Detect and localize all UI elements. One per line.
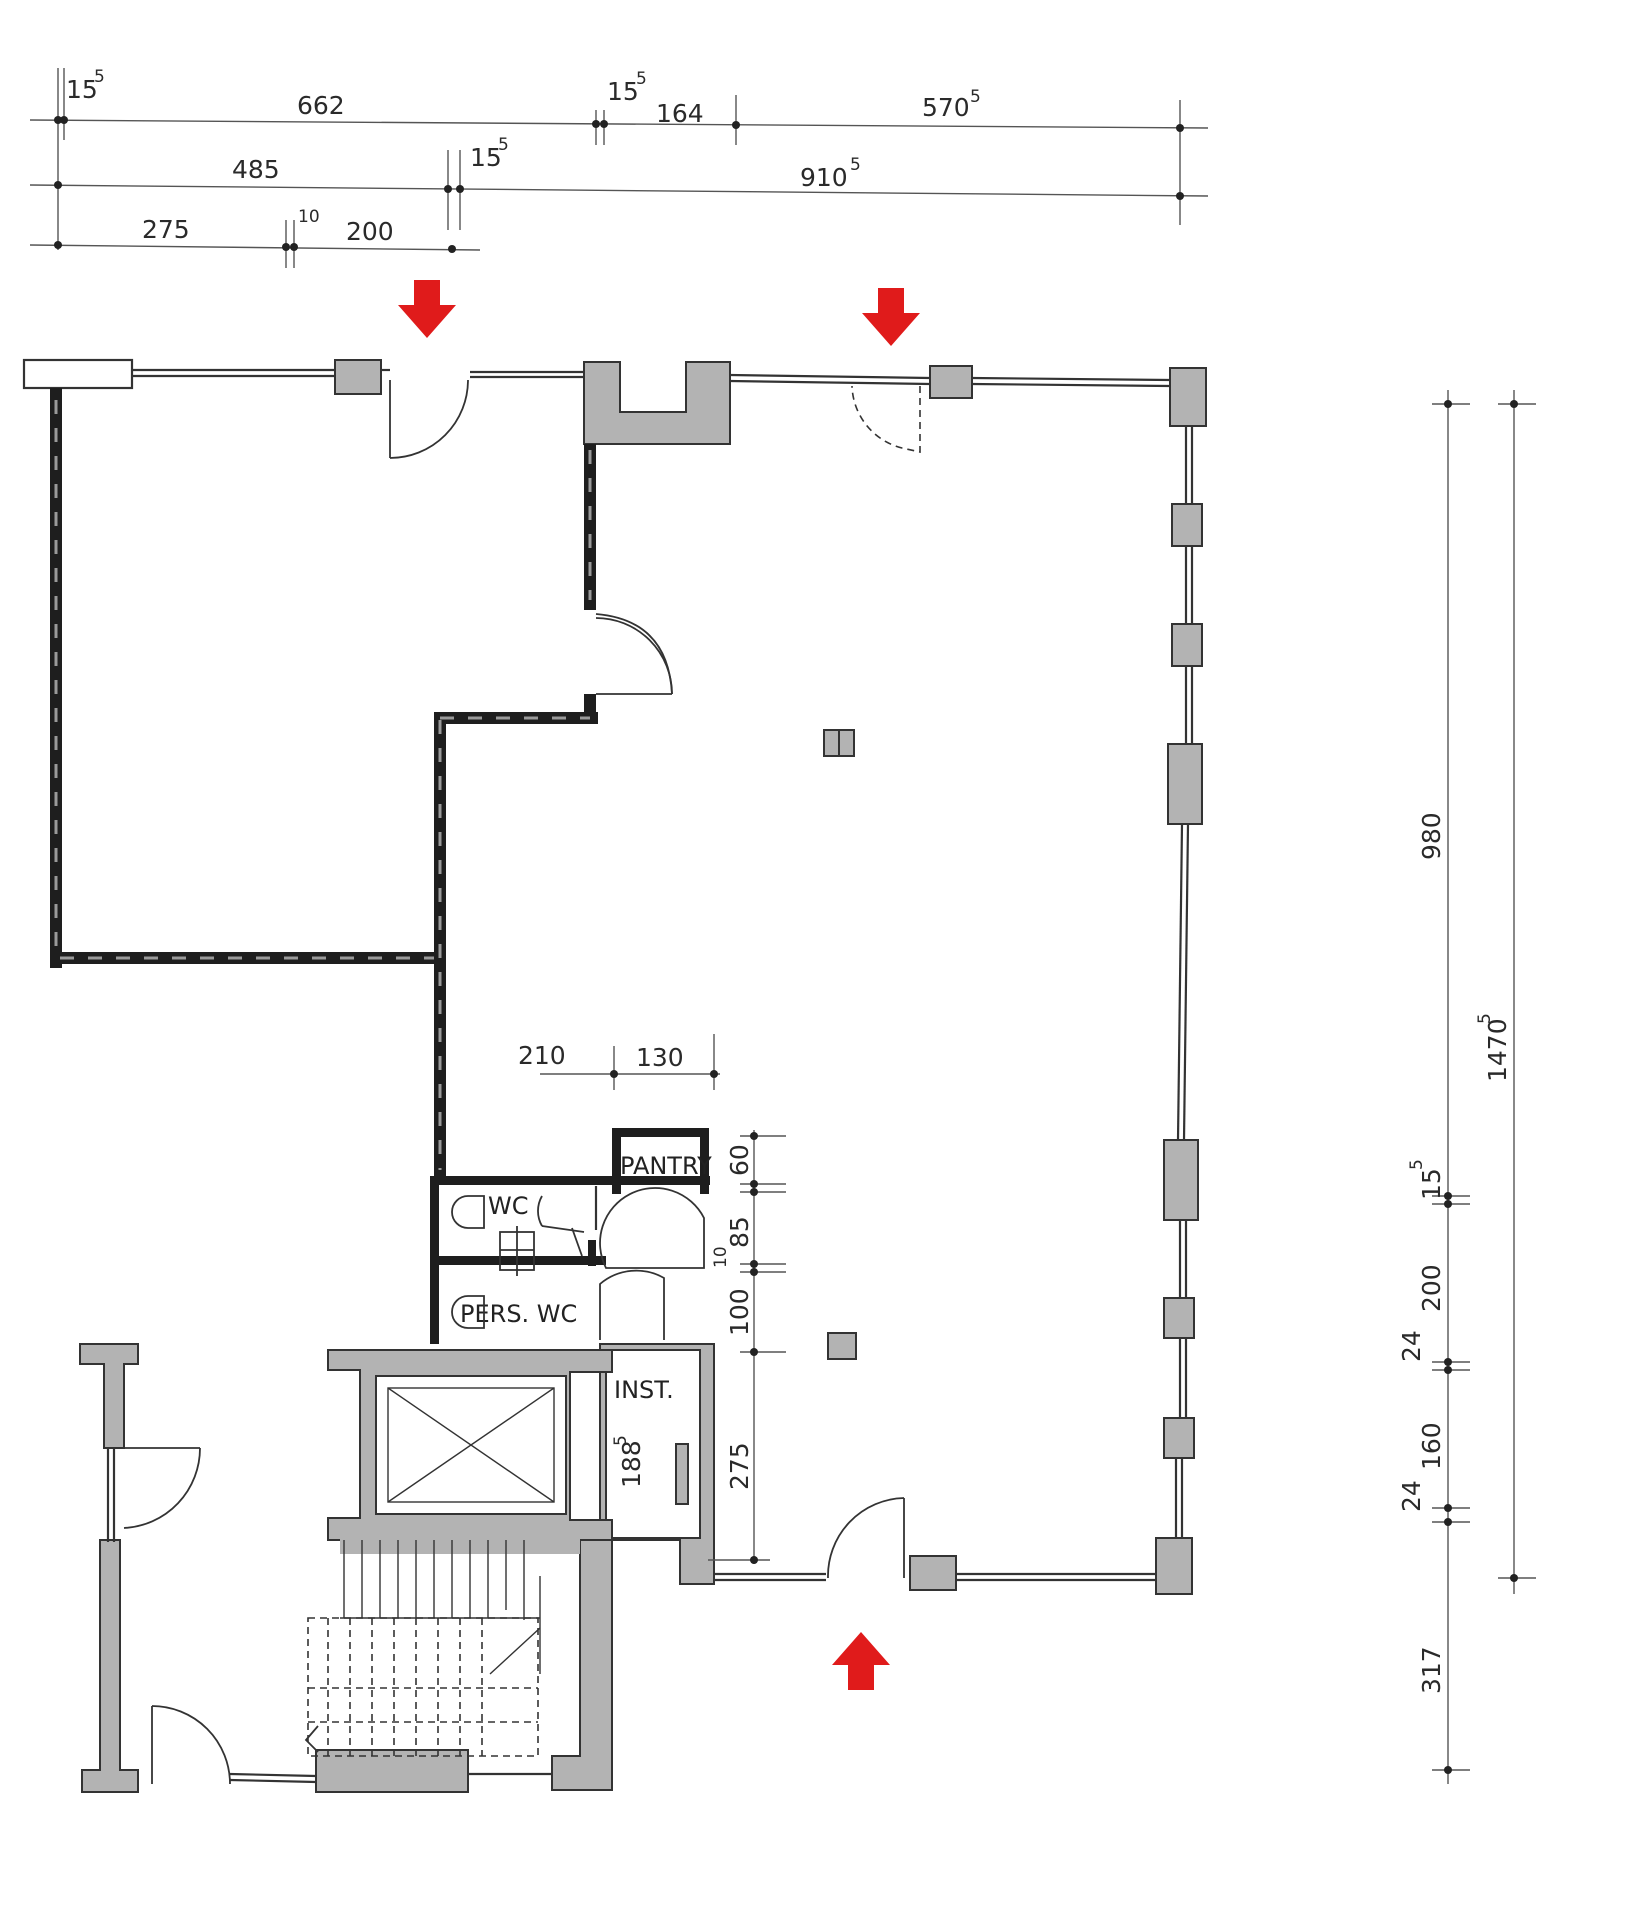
dim-200-top: 200 [346,217,394,246]
dim-317: 317 [1417,1646,1446,1694]
dim-130: 130 [636,1043,684,1072]
entrance-arrow-icon [862,288,920,346]
door-swing-icon [595,613,673,695]
facade-right [1174,426,1194,1538]
top-dimension-lines: 15 5 662 15 5 164 570 5 485 15 5 910 5 2… [29,67,1209,268]
room-label-inst: INST. [614,1376,674,1404]
facade-top [22,358,1171,399]
office-walls [50,388,598,1182]
dim-sup: 5 [94,67,105,87]
dim-15-5-b: 15 [607,77,639,106]
dim-910-5: 910 [800,163,848,192]
facade-bottom [708,1572,1156,1582]
dim-1470-5: 1470 [1483,1018,1512,1082]
door-swing-icon [851,385,921,453]
dim-24-a: 24 [1397,1330,1426,1362]
door-swing-icon [827,1497,905,1579]
dim-15-5-right: 15 [1417,1168,1446,1200]
dim-sup: 5 [850,155,861,175]
dim-164: 164 [656,99,704,128]
dim-1470-sup: 5 [1475,1013,1495,1024]
dim-188-sup: 5 [611,1435,631,1446]
dim-980: 980 [1417,812,1446,860]
dim-275-inner: 275 [725,1442,754,1490]
elevator-icon [327,1349,613,1541]
room-label-pantry: PANTRY [620,1152,712,1180]
dim-sup: 5 [970,87,981,107]
dim-15-5-c: 15 [470,143,502,172]
dim-160: 160 [1417,1422,1446,1470]
dim-275-top: 275 [142,215,190,244]
dim-10-inner: 10 [711,1246,731,1268]
dim-188-5: 188 [617,1440,646,1488]
dim-100: 100 [725,1288,754,1336]
dim-sup: 5 [636,69,647,89]
lower-left-wing [79,1343,552,1793]
right-dimension-lines: 980 15 5 200 24 160 24 317 1470 5 [1397,390,1536,1784]
dim-200-right: 200 [1417,1264,1446,1312]
structural-columns [583,361,1207,1595]
dim-15-5-a: 15 [66,75,98,104]
entrance-arrow-icon [832,1632,890,1690]
room-label-wc: WC [488,1192,529,1220]
dim-485: 485 [232,155,280,184]
dim-662: 662 [297,91,345,120]
inner-dimension-lines: 210 130 60 85 10 100 275 [518,1034,786,1564]
dim-24-b: 24 [1397,1480,1426,1512]
room-label-pers-wc: PERS. WC [460,1300,577,1328]
dim-sup-right: 5 [1407,1159,1427,1170]
staircase-icon [304,1526,613,1793]
entrance-arrow-icon [398,280,456,338]
pantry-wc-block: PANTRY WC PERS. WC [430,1128,712,1344]
inst-block: INST. 188 5 [599,1343,715,1585]
dim-10: 10 [298,207,320,227]
dim-60: 60 [725,1144,754,1176]
door-swing-icon [389,379,469,459]
dim-85: 85 [725,1216,754,1248]
dim-210: 210 [518,1041,566,1070]
dim-sup: 5 [498,135,509,155]
dim-570-5: 570 [922,93,970,122]
